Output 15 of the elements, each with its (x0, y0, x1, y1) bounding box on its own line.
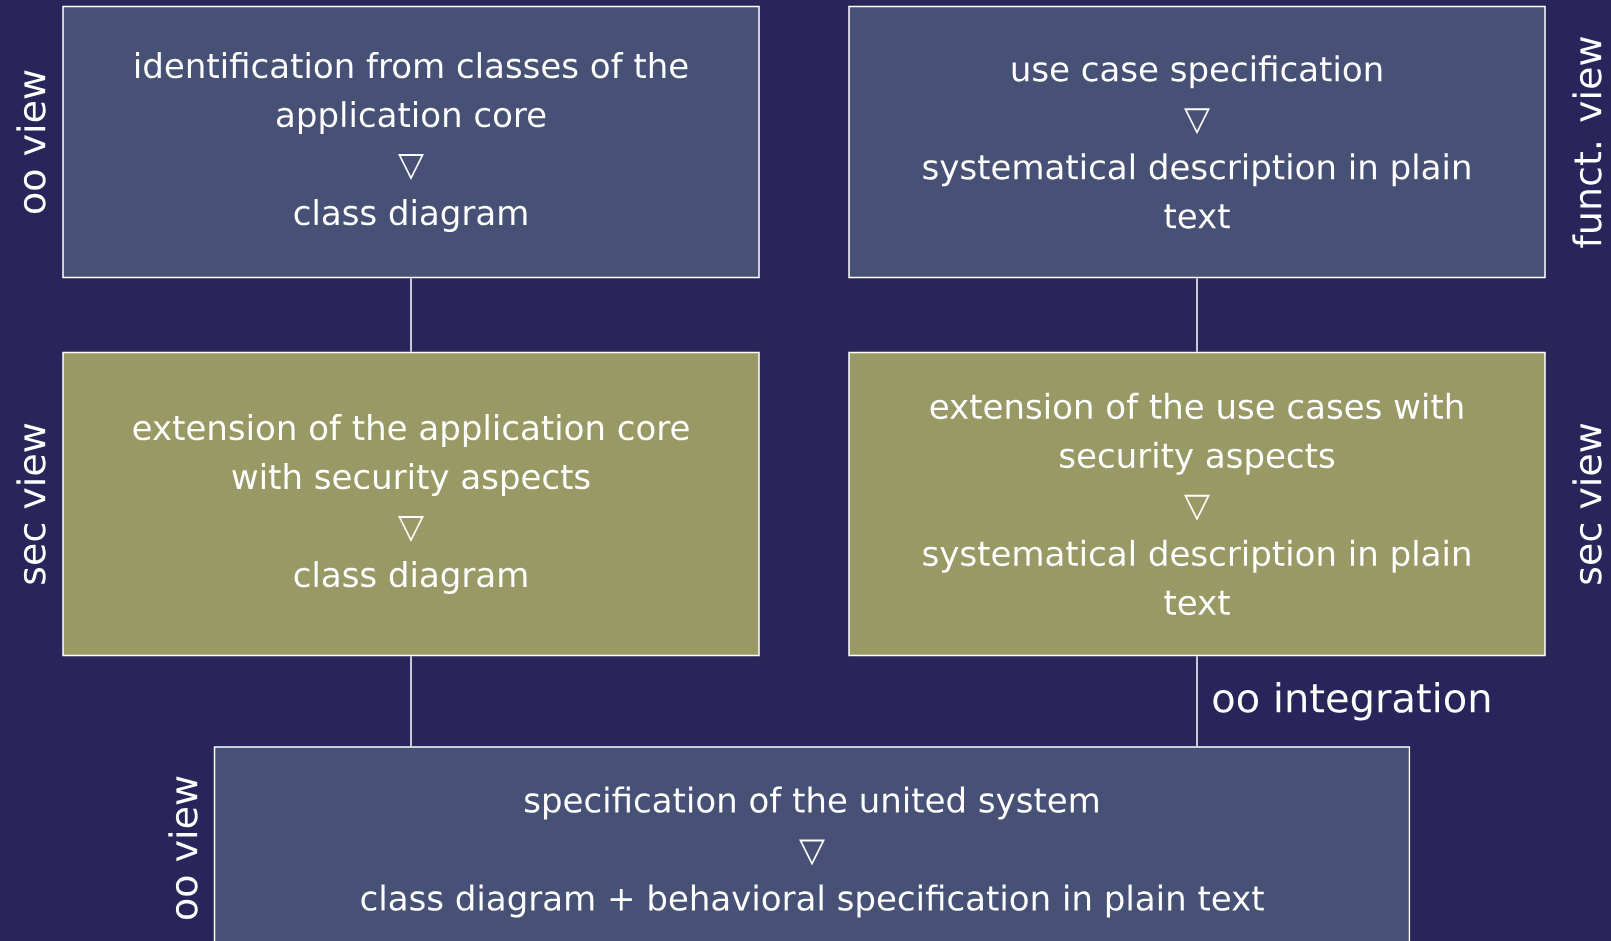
process-box: use case specification ▽ systematical description in plain text (848, 5, 1546, 279)
process-box: extension of the use cases with security aspects ▽ systematical description in plain text (848, 351, 1546, 657)
connector-line (1196, 277, 1198, 353)
connector-line (410, 655, 412, 747)
view-label: oo view (16, 70, 46, 213)
view-label: funct. view (1572, 37, 1602, 248)
connector-line (410, 277, 412, 353)
view-label: sec view (1572, 423, 1602, 584)
view-label: oo view (168, 776, 198, 919)
view-label: sec view (16, 423, 46, 584)
edge-label: oo integration (1213, 681, 1490, 721)
connector-line (1196, 655, 1198, 747)
process-box: identification from classes of the application core ▽ class diagram (62, 5, 760, 279)
process-box: extension of the application core with security aspects ▽ class diagram (62, 351, 760, 657)
process-box: specification of the united system ▽ class diagram + behavioral specification in plain text (213, 746, 1411, 941)
